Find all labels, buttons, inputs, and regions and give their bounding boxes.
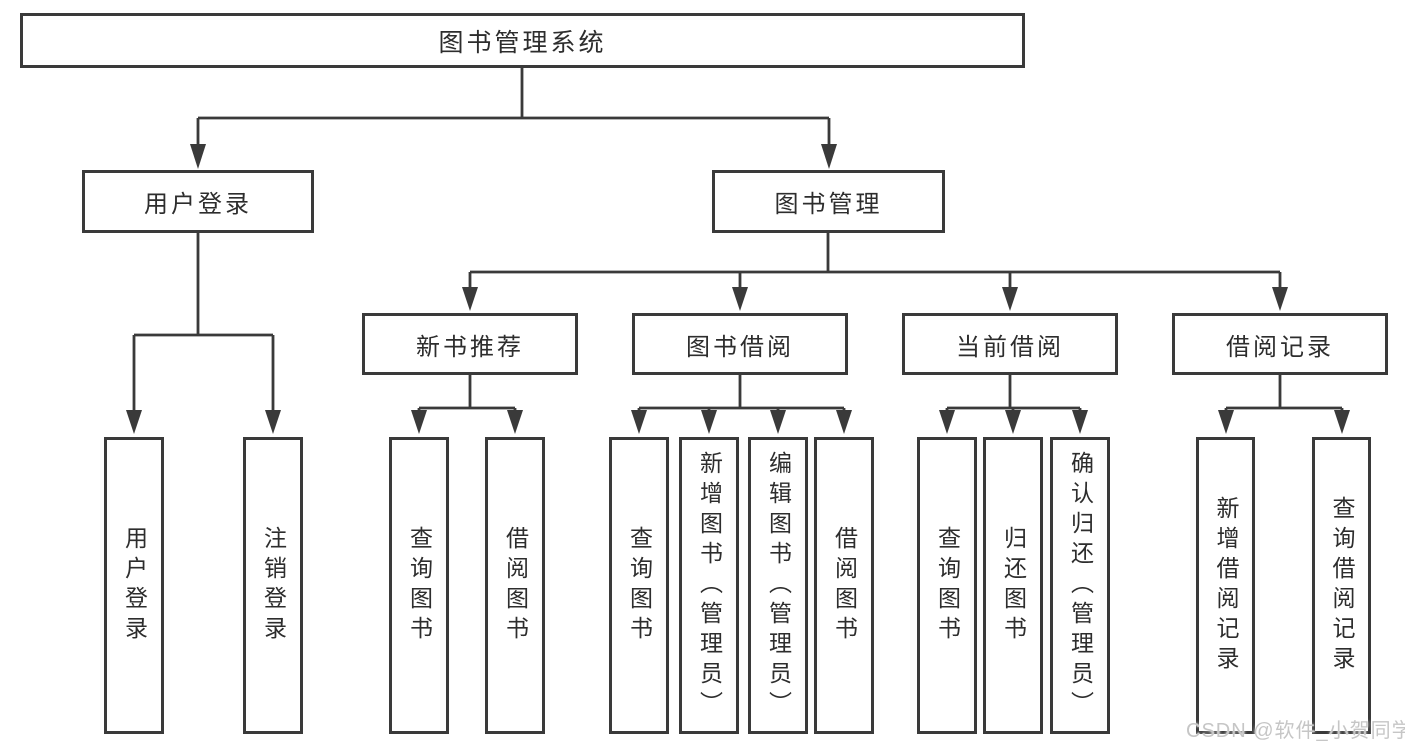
leaf-edit-books-admin-label: 编辑图书（管理员） bbox=[765, 450, 792, 721]
leaf-confirm-return-admin: 确认归还（管理员） bbox=[1050, 437, 1110, 734]
leaf-return-books: 归还图书 bbox=[983, 437, 1043, 734]
arrowheads bbox=[126, 144, 1350, 434]
leaf-recommend-borrow-books: 借阅图书 bbox=[485, 437, 545, 734]
node-book-borrow: 图书借阅 bbox=[632, 313, 848, 375]
leaf-query-borrow-record: 查询借阅记录 bbox=[1312, 437, 1371, 734]
leaf-user-login: 用户登录 bbox=[104, 437, 164, 734]
node-borrow-records-label: 借阅记录 bbox=[1226, 333, 1334, 361]
leaf-confirm-return-admin-label: 确认归还（管理员） bbox=[1067, 450, 1094, 721]
leaf-borrow-books: 借阅图书 bbox=[814, 437, 874, 734]
node-borrow-records: 借阅记录 bbox=[1172, 313, 1388, 375]
leaf-current-query-books-label: 查询图书 bbox=[934, 525, 961, 646]
leaf-borrow-books-label: 借阅图书 bbox=[831, 525, 858, 646]
leaf-current-query-books: 查询图书 bbox=[917, 437, 977, 734]
node-new-book-recommend: 新书推荐 bbox=[362, 313, 578, 375]
leaf-add-books-admin: 新增图书（管理员） bbox=[679, 437, 739, 734]
node-root-label: 图书管理系统 bbox=[438, 28, 607, 57]
leaf-recommend-query-books-label: 查询图书 bbox=[406, 525, 433, 646]
node-book-management: 图书管理 bbox=[712, 170, 945, 233]
leaf-return-books-label: 归还图书 bbox=[1000, 525, 1027, 646]
node-root: 图书管理系统 bbox=[20, 13, 1025, 68]
leaf-add-borrow-record-label: 新增借阅记录 bbox=[1213, 495, 1239, 676]
leaf-recommend-borrow-books-label: 借阅图书 bbox=[502, 525, 529, 646]
csdn-watermark: CSDN @软件_小贺同学 bbox=[1186, 720, 1405, 742]
leaf-logout-label: 注销登录 bbox=[260, 525, 287, 646]
node-new-book-recommend-label: 新书推荐 bbox=[416, 333, 524, 361]
leaf-borrow-query-books: 查询图书 bbox=[609, 437, 669, 734]
node-current-borrow-label: 当前借阅 bbox=[956, 333, 1064, 361]
leaf-query-borrow-record-label: 查询借阅记录 bbox=[1329, 495, 1355, 676]
leaf-logout: 注销登录 bbox=[243, 437, 303, 734]
leaf-recommend-query-books: 查询图书 bbox=[389, 437, 449, 734]
node-book-borrow-label: 图书借阅 bbox=[686, 333, 794, 361]
node-current-borrow: 当前借阅 bbox=[902, 313, 1118, 375]
leaf-edit-books-admin: 编辑图书（管理员） bbox=[748, 437, 808, 734]
leaf-add-borrow-record: 新增借阅记录 bbox=[1196, 437, 1255, 734]
node-user-login: 用户登录 bbox=[82, 170, 314, 233]
leaf-user-login-label: 用户登录 bbox=[121, 525, 148, 646]
node-user-login-label: 用户登录 bbox=[144, 191, 252, 218]
node-book-management-label: 图书管理 bbox=[774, 191, 883, 218]
leaf-borrow-query-books-label: 查询图书 bbox=[626, 525, 653, 646]
leaf-add-books-admin-label: 新增图书（管理员） bbox=[696, 450, 723, 721]
